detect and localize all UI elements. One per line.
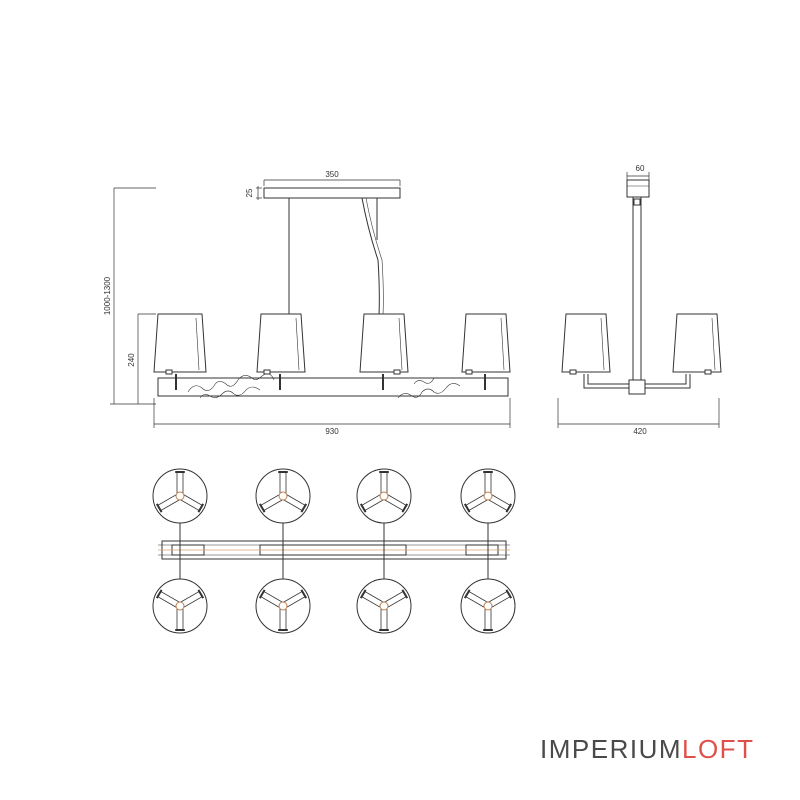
dimension-canopy-width	[263, 179, 401, 186]
label-side-width: 420	[633, 427, 647, 436]
power-cable	[361, 197, 380, 317]
lamp-shade	[256, 313, 306, 390]
plan-center-hub	[175, 491, 185, 501]
label-canopy-width: 350	[325, 170, 339, 179]
dimension-shade-height	[137, 313, 156, 404]
ornament-swirl	[187, 373, 275, 399]
plan-clip	[463, 589, 471, 599]
lamp-shade	[153, 313, 207, 390]
side-canopy	[626, 179, 650, 198]
label-shade-height: 240	[127, 353, 136, 367]
label-total-width: 930	[325, 427, 339, 436]
plan-center-hub	[483, 601, 493, 611]
plan-clip	[505, 589, 513, 599]
brand-logo: IMPERIUMLOFT	[540, 734, 754, 765]
dimension-total-width	[153, 398, 511, 428]
plan-clip	[197, 589, 205, 599]
label-canopy-height: 25	[245, 188, 254, 197]
brand-name-part2: LOFT	[682, 734, 755, 764]
plan-clip	[258, 503, 266, 513]
brand-name-part1: IMPERIUM	[540, 734, 682, 764]
lamp-shade	[461, 313, 511, 390]
plan-center-hub	[379, 601, 389, 611]
plan-center-hub	[483, 491, 493, 501]
power-cable	[365, 197, 384, 317]
plan-clip	[401, 589, 409, 599]
plan-clip	[258, 589, 266, 599]
top-plan-view	[152, 468, 516, 634]
plan-clip	[401, 503, 409, 513]
lamp-shade	[561, 313, 611, 375]
ornament-swirl	[397, 377, 461, 399]
side-elevation-view	[557, 172, 722, 428]
plan-clip	[505, 503, 513, 513]
label-total-height: 1000-1300	[103, 276, 112, 315]
ceiling-canopy	[263, 187, 401, 199]
plan-center-hub	[278, 601, 288, 611]
front-elevation-view	[110, 179, 511, 428]
plan-clip	[197, 503, 205, 513]
plan-center-hub	[379, 491, 389, 501]
plan-clip	[359, 589, 367, 599]
plan-clip	[155, 503, 163, 513]
lamp-shade	[359, 313, 409, 390]
plan-center-hub	[175, 601, 185, 611]
dimension-total-height	[110, 187, 156, 405]
plan-center-hub	[278, 491, 288, 501]
dimension-side-width	[557, 398, 720, 428]
label-side-canopy-width: 60	[636, 164, 645, 173]
plan-clip	[155, 589, 163, 599]
plan-clip	[300, 503, 308, 513]
plan-clip	[359, 503, 367, 513]
lamp-shade	[672, 313, 722, 375]
horizontal-bar	[157, 377, 509, 397]
plan-clip	[463, 503, 471, 513]
plan-clip	[300, 589, 308, 599]
dimension-canopy-height	[256, 186, 262, 200]
dimension-side-canopy	[626, 172, 650, 180]
side-rod	[632, 196, 642, 384]
